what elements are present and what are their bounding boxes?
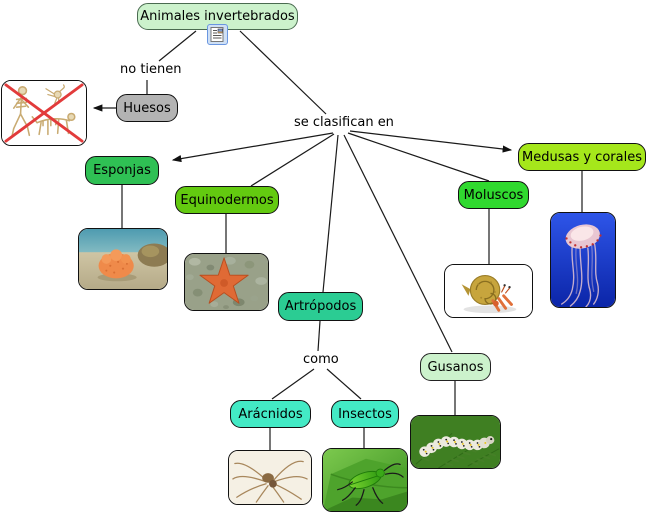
image-hermit-crab[interactable] [444,264,533,318]
concept-gusanos[interactable]: Gusanos [420,353,491,381]
concept-aracnidos[interactable]: Arácnidos [230,400,311,428]
concept-moluscos[interactable]: Moluscos [458,181,529,209]
linking-phrase-no-tienen[interactable]: no tienen [119,62,183,77]
image-starfish[interactable] [184,253,269,311]
image-green-beetle[interactable] [322,448,408,512]
resource-link-icon[interactable] [207,24,228,45]
concept-esponjas[interactable]: Esponjas [85,156,159,185]
concept-artropodos[interactable]: Artrópodos [278,292,363,321]
concept-equinodermos[interactable]: Equinodermos [175,186,279,214]
image-sea-sponge[interactable] [78,228,168,290]
image-caterpillar[interactable] [410,415,501,469]
concept-huesos[interactable]: Huesos [116,94,178,122]
concept-insectos[interactable]: Insectos [331,400,399,428]
image-spider[interactable] [228,450,312,505]
document-image-icon [210,27,224,42]
linking-phrase-como[interactable]: como [302,352,340,367]
concept-medusas-y-corales[interactable]: Medusas y corales [518,143,646,171]
image-jellyfish[interactable] [550,212,616,308]
linking-phrase-se-clasifican-en[interactable]: se clasifican en [293,115,395,130]
image-skeletons-crossed-out[interactable] [1,80,87,146]
